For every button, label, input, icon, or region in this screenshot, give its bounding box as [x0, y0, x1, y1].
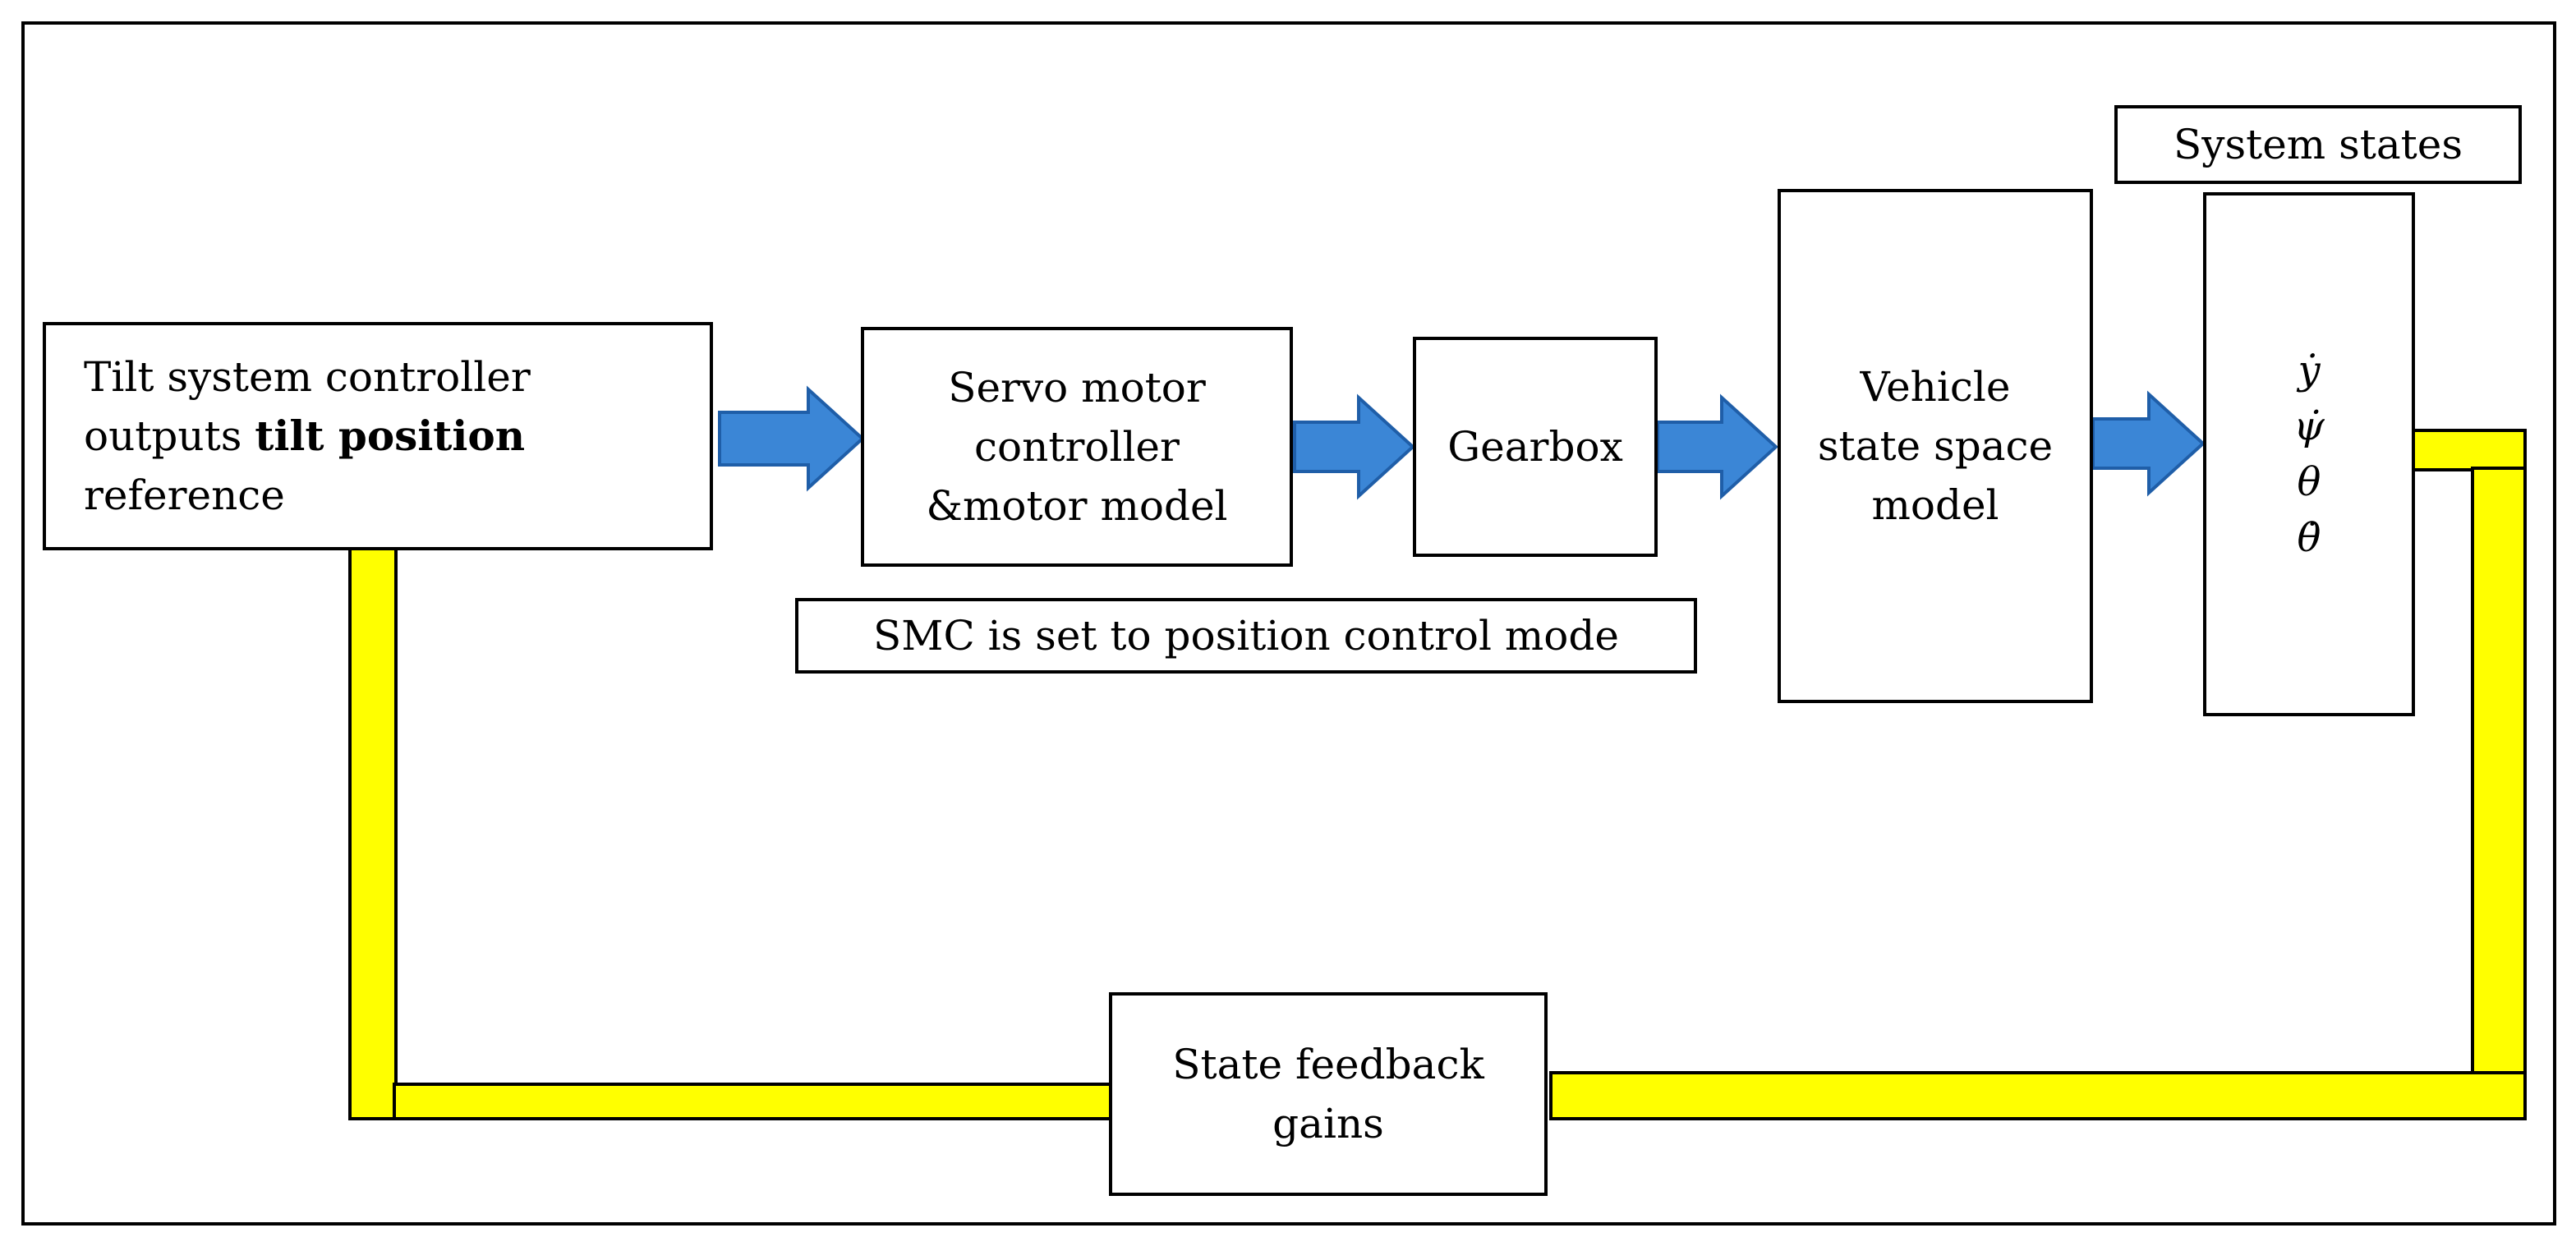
- system-states-label: System states: [2173, 121, 2463, 168]
- tilt-controller-bold-text: tilt position: [255, 412, 526, 460]
- arrow-controller-to-servo: [718, 385, 865, 492]
- outer-frame: [21, 21, 2556, 1226]
- feedback-segment-out: [2410, 429, 2527, 471]
- feedback-segment-bottom-left: [393, 1083, 1112, 1120]
- vehicle-line2: state space: [1817, 422, 2054, 470]
- tilt-controller-line2: outputs tilt position: [84, 412, 526, 460]
- feedback-line2: gains: [1272, 1100, 1384, 1147]
- tilt-controller-block: Tilt system controller outputs tilt posi…: [43, 322, 713, 550]
- arrow-gearbox-to-vehicle: [1656, 393, 1778, 500]
- state-theta-dot: θ̇: [2297, 515, 2321, 561]
- feedback-line1: State feedback: [1172, 1041, 1484, 1088]
- system-states-label-box: System states: [2114, 105, 2522, 184]
- gearbox-block: Gearbox: [1413, 337, 1658, 557]
- feedback-segment-left: [348, 547, 398, 1120]
- servo-line3: &motor model: [926, 482, 1228, 530]
- smc-note: SMC is set to position control mode: [873, 612, 1619, 660]
- servo-line1: Servo motor: [948, 364, 1206, 412]
- vehicle-model-block: Vehicle state space model: [1778, 189, 2093, 703]
- state-psi-dot: ψ̇: [2293, 403, 2325, 449]
- forward-arrows: [718, 385, 2206, 500]
- state-theta: θ: [2297, 459, 2321, 505]
- system-states-block: ẏ ψ̇ θ θ̇: [2203, 192, 2415, 716]
- tilt-controller-line1: Tilt system controller: [84, 353, 531, 401]
- feedback-segment-right: [2471, 467, 2527, 1078]
- state-y-dot: ẏ: [2298, 347, 2321, 393]
- arrow-servo-to-gearbox: [1293, 393, 1415, 500]
- servo-motor-block: Servo motor controller &motor model: [861, 327, 1293, 567]
- state-feedback-block: State feedback gains: [1109, 992, 1548, 1196]
- tilt-controller-line3: reference: [84, 471, 285, 519]
- gearbox-label: Gearbox: [1447, 423, 1623, 471]
- vehicle-line3: model: [1871, 481, 1999, 529]
- smc-note-box: SMC is set to position control mode: [795, 598, 1697, 674]
- servo-line2: controller: [974, 423, 1180, 471]
- vehicle-line1: Vehicle: [1860, 363, 2011, 411]
- feedback-path: [348, 429, 2527, 1120]
- arrow-vehicle-to-states: [2091, 390, 2206, 497]
- feedback-segment-bottom-right: [1549, 1071, 2527, 1120]
